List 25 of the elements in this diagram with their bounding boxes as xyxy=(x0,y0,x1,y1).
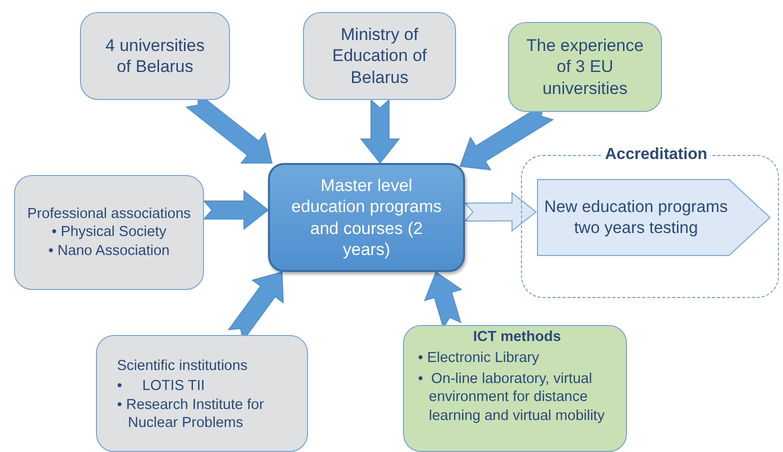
source-box xyxy=(96,335,308,452)
source-box xyxy=(508,22,662,112)
bullet-item: • LOTIS TII xyxy=(117,377,206,396)
bullet-item: • Research Institute for Nuclear Problems xyxy=(117,396,265,432)
box-heading: Scientific institutions xyxy=(117,357,249,376)
box-text: The experience of 3 EU universities xyxy=(525,35,645,99)
bullet-item: • Physical Society xyxy=(50,223,168,242)
bullet-item: • Nano Association xyxy=(47,242,171,260)
bullet-item: • Electronic Library xyxy=(418,349,540,368)
block-arrow xyxy=(464,192,537,232)
box-text: 4 universities of Belarus xyxy=(104,34,206,78)
block-arrow xyxy=(204,190,269,230)
source-box xyxy=(14,175,204,290)
bullet-item: • On-line laboratory, virtual environment for distance learning and virtual mobility xyxy=(418,370,606,425)
box-text: Ministry of Education of Belarus xyxy=(331,24,428,88)
box-text: Master level education programs and courses (2 years) xyxy=(290,175,443,260)
box-heading: Professional associations xyxy=(26,205,192,224)
central-box xyxy=(268,163,465,272)
block-arrow xyxy=(360,100,400,164)
source-box xyxy=(80,12,230,100)
pentagon-arrow-box xyxy=(537,179,771,256)
box-text: New education programs two years testing xyxy=(543,196,729,238)
source-box xyxy=(403,325,627,452)
source-box xyxy=(303,12,456,100)
box-heading: ICT methods xyxy=(472,328,562,346)
